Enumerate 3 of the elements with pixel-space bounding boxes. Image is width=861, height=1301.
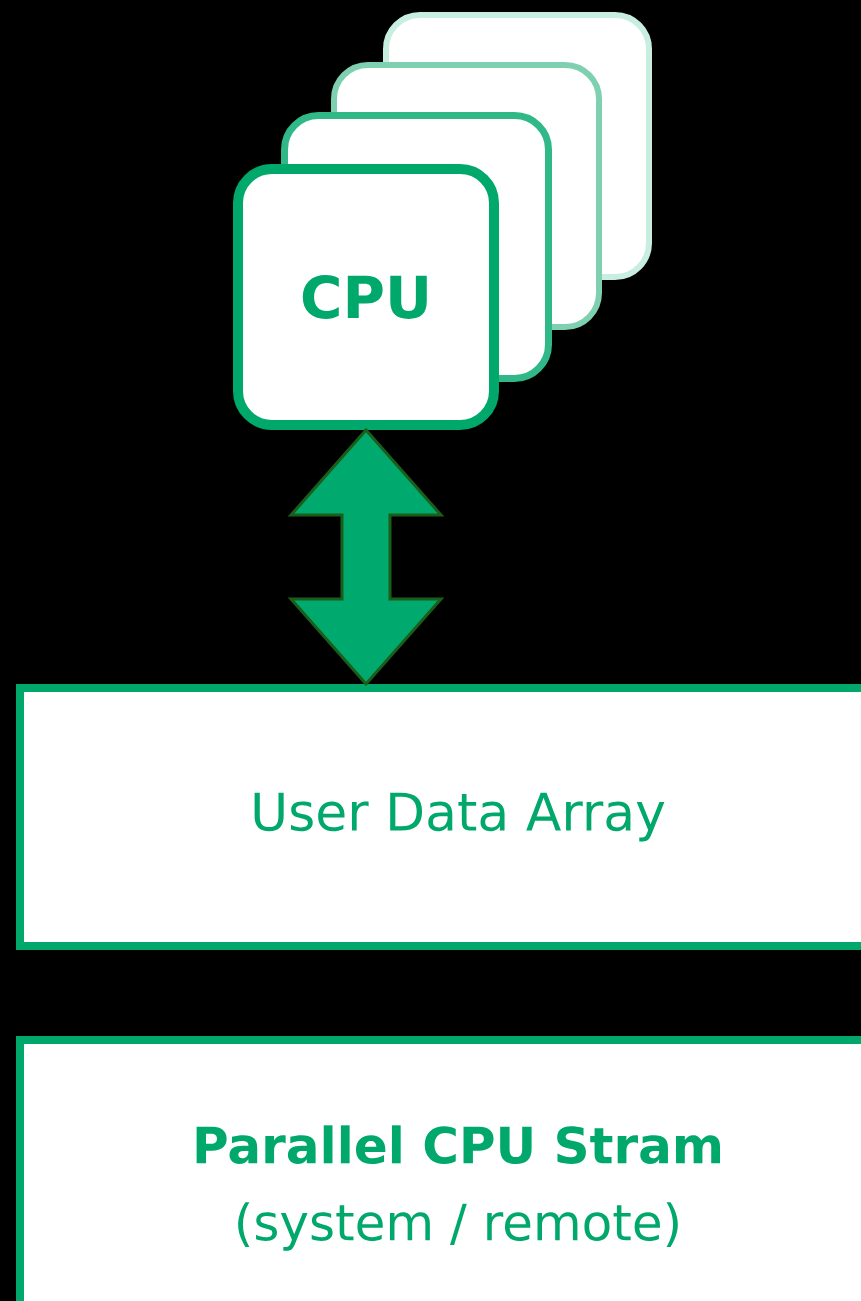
text-box: User Data Array xyxy=(16,684,861,950)
cpu-box: CPU xyxy=(233,164,499,430)
text-box: Parallel CPU Stram (system / remote) xyxy=(16,1036,861,1301)
